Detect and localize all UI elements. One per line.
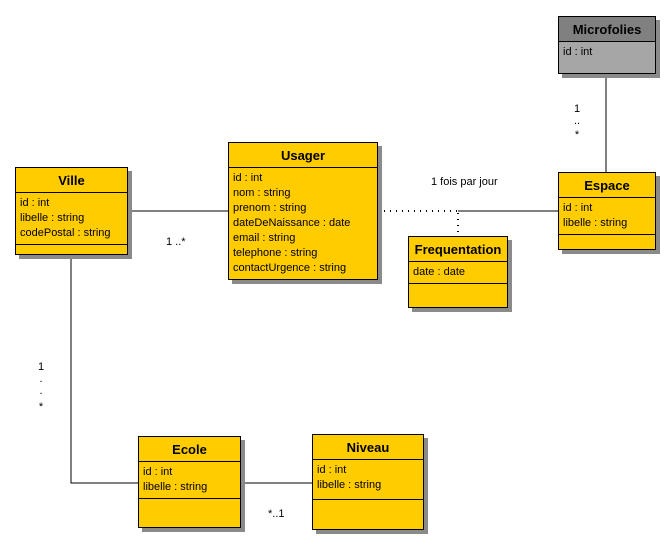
attribute: codePostal : string <box>20 227 111 239</box>
class-espace[interactable]: Espace id : int libelle : string <box>558 172 656 250</box>
class-ville[interactable]: Ville id : int libelle : string codePost… <box>15 167 128 255</box>
multiplicity-line: . <box>39 373 43 385</box>
multiplicity-line: * <box>38 401 44 413</box>
class-attributes: id : int libelle : string <box>559 198 655 235</box>
class-ecole[interactable]: Ecole id : int libelle : string <box>138 436 241 528</box>
class-niveau[interactable]: Niveau id : int libelle : string <box>312 434 424 530</box>
class-frequentation[interactable]: Frequentation date : date <box>408 236 508 308</box>
class-name: Niveau <box>313 435 423 460</box>
multiplicity-ecole-niveau: *..1 <box>268 508 285 520</box>
multiplicity-ville-usager: 1 ..* <box>166 236 186 248</box>
association-label-frequency: 1 fois par jour <box>431 176 498 188</box>
class-name: Frequentation <box>409 237 507 262</box>
multiplicity-line: .. <box>573 115 581 127</box>
attribute: email : string <box>233 232 296 244</box>
attribute: libelle : string <box>143 481 208 493</box>
class-operations <box>409 284 507 307</box>
association-ville-ecole <box>70 255 138 484</box>
attribute: id : int <box>143 466 173 478</box>
class-operations <box>559 235 655 249</box>
class-usager[interactable]: Usager id : int nom : string prenom : st… <box>228 142 378 280</box>
class-attributes: id : int libelle : string codePostal : s… <box>16 193 127 245</box>
attribute: id : int <box>20 197 50 209</box>
attribute: telephone : string <box>233 247 318 259</box>
attribute: id : int <box>233 172 263 184</box>
multiplicity-line: 1 <box>573 103 581 115</box>
multiplicity-line: * <box>574 129 580 141</box>
class-microfolies[interactable]: Microfolies id : int <box>558 16 656 74</box>
attribute: id : int <box>563 202 593 214</box>
attribute: date : date <box>413 266 465 278</box>
attribute: id : int <box>317 464 347 476</box>
multiplicity-line: . <box>39 385 43 397</box>
attribute: prenom : string <box>233 202 307 214</box>
attribute: libelle : string <box>317 479 382 491</box>
class-attributes: id : int libelle : string <box>139 462 240 499</box>
class-name: Ecole <box>139 437 240 462</box>
attribute: dateDeNaissance : date <box>233 217 351 229</box>
multiplicity-line: 1 <box>37 361 45 373</box>
attribute: contactUrgence : string <box>233 262 347 274</box>
class-operations <box>139 499 240 527</box>
class-attributes: id : int libelle : string <box>313 460 423 500</box>
class-operations <box>313 500 423 529</box>
class-name: Espace <box>559 173 655 198</box>
attribute: libelle : string <box>20 212 85 224</box>
class-name: Microfolies <box>559 17 655 42</box>
attribute: nom : string <box>233 187 291 199</box>
class-attributes: id : int nom : string prenom : string da… <box>229 168 377 279</box>
class-name: Usager <box>229 143 377 168</box>
attribute: libelle : string <box>563 217 628 229</box>
class-operations <box>16 245 127 254</box>
class-attributes: id : int <box>559 42 655 63</box>
class-name: Ville <box>16 168 127 193</box>
attribute: id : int <box>563 46 593 58</box>
class-attributes: date : date <box>409 262 507 284</box>
